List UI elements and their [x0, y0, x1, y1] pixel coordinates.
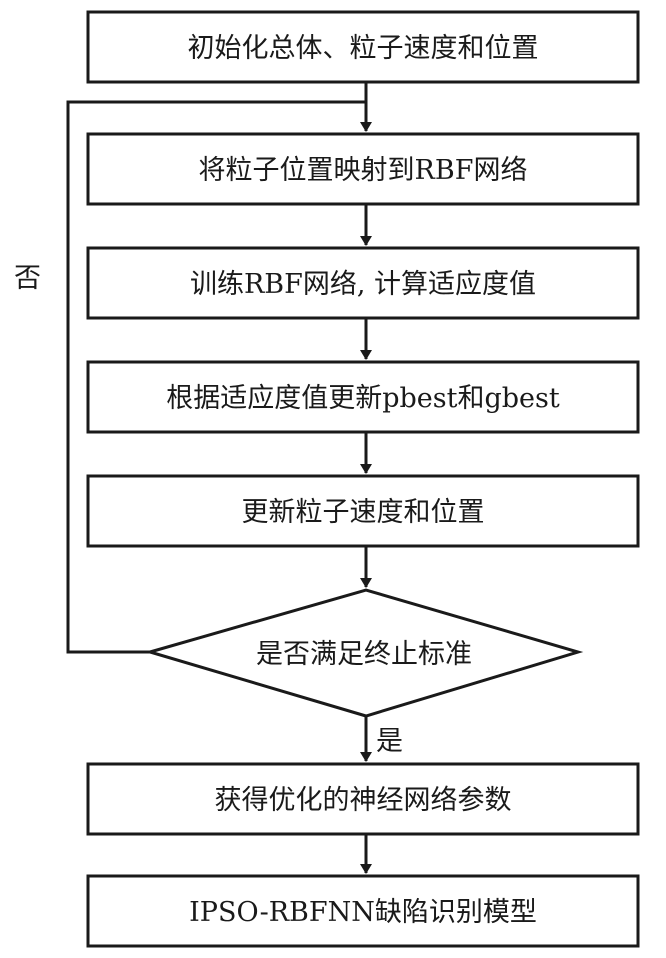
decision-label: 是否满足终止标准 [256, 639, 472, 670]
decision-yes-label: 是 [376, 726, 403, 757]
step-update-best-label: 根据适应度值更新pbest和gbest [166, 383, 560, 414]
step-init-box [86, 10, 640, 84]
step-init-label: 初始化总体、粒子速度和位置 [188, 33, 539, 64]
step-train-label: 训练RBF网络, 计算适应度值 [190, 269, 536, 300]
step-map-box [86, 132, 640, 206]
loop-back-connector [66, 100, 366, 654]
step-model-box [86, 874, 640, 948]
step-update-velocity-box [86, 474, 640, 548]
loop-no-label: 否 [14, 263, 41, 294]
step-result-label: 获得优化的神经网络参数 [215, 785, 512, 816]
step-map-label: 将粒子位置映射到RBF网络 [199, 155, 528, 186]
decision-diamond [144, 588, 584, 718]
step-update-velocity-label: 更新粒子速度和位置 [242, 497, 485, 528]
step-update-best-box [86, 360, 640, 434]
step-model-label: IPSO-RBFNN缺陷识别模型 [189, 897, 537, 928]
step-result-box [86, 762, 640, 836]
step-train-box [86, 246, 640, 320]
